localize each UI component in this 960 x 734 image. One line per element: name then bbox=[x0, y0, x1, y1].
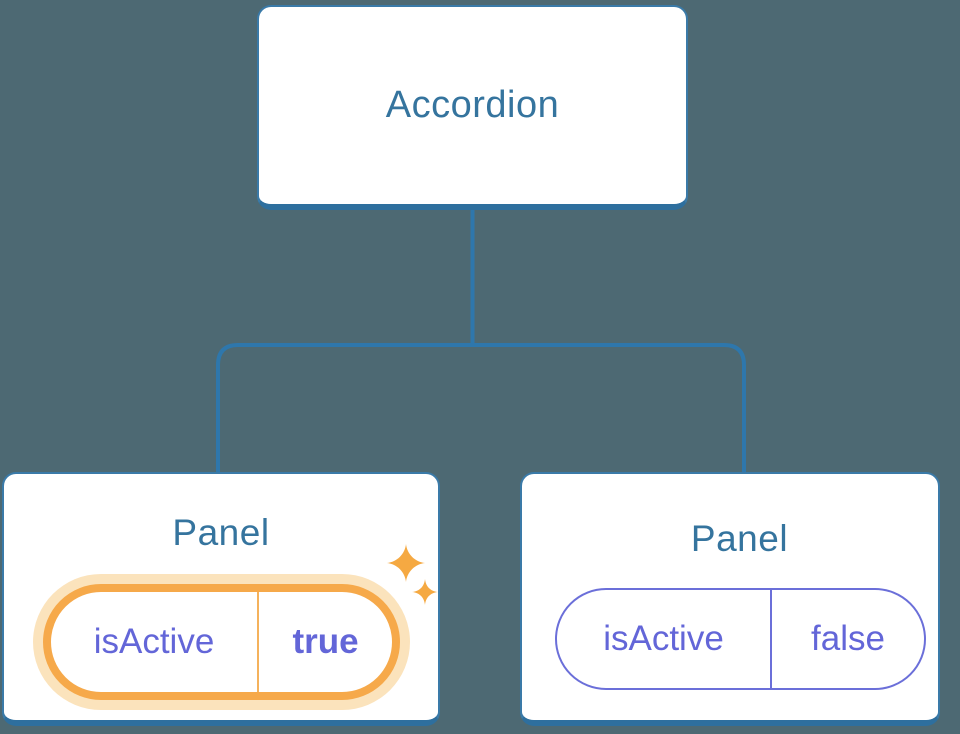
pill-divider bbox=[257, 592, 259, 692]
state-value-label: false bbox=[811, 619, 885, 658]
state-value-label: true bbox=[292, 622, 359, 661]
state-name-label: isActive bbox=[603, 619, 724, 658]
state-pill-active: isActive true bbox=[43, 584, 400, 700]
state-pill-inactive: isActive false bbox=[555, 588, 926, 690]
panel-title: Panel bbox=[690, 518, 789, 559]
root-node-label: Accordion bbox=[385, 84, 560, 126]
root-node-accordion: Accordion bbox=[257, 5, 688, 210]
panel-node-inactive: Panel isActive false bbox=[520, 472, 940, 726]
state-name-label: isActive bbox=[93, 622, 215, 661]
panel-node-active: Panel isActive true bbox=[2, 472, 440, 726]
sparkles-icon bbox=[387, 544, 438, 605]
pill-divider bbox=[770, 590, 772, 688]
panel-title: Panel bbox=[172, 512, 270, 553]
